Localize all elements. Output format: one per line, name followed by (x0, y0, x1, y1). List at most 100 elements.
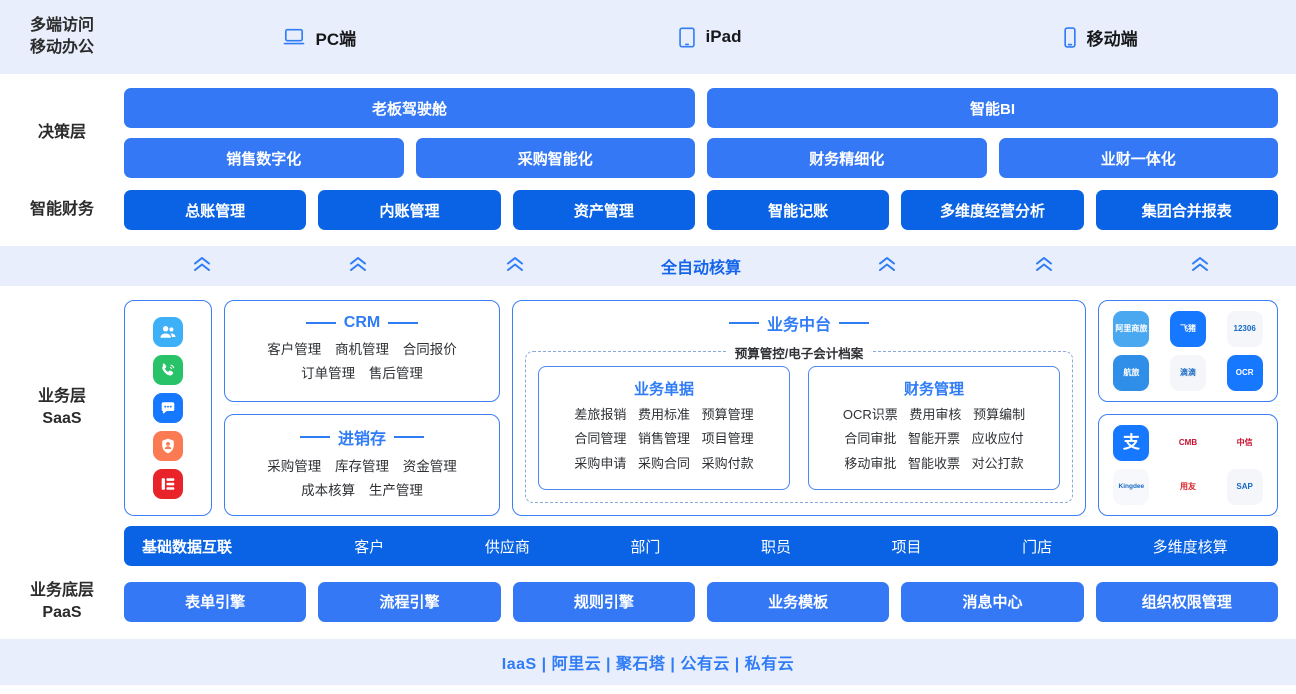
smart-finance-row: 智能财务 总账管理 内账管理 资产管理 智能记账 多维度经营分析 集团合并报表 (0, 190, 1296, 244)
multi-device-label: 多端访问 移动办公 (0, 15, 124, 58)
business-documents-card[interactable]: 业务单据 差旅报销 费用标准 预算管理 合同管理 销售管理 项目管理 (538, 366, 790, 490)
decision-item-smart-bi[interactable]: 智能BI (707, 88, 1278, 128)
decision-top-row: 老板驾驶舱 智能BI (124, 88, 1278, 128)
bd-item-budget-management[interactable]: 预算管理 (701, 407, 754, 423)
crm-item-order[interactable]: 订单管理 (301, 366, 356, 381)
saas-card-column: CRM 客户管理 商机管理 合同报价 订单管理 售后管理 (224, 300, 500, 516)
crm-item-aftersales[interactable]: 售后管理 (368, 366, 423, 381)
saas-icon-column (124, 300, 212, 516)
data-item-multidimensional-accounting[interactable]: 多维度核算 (1152, 538, 1228, 556)
decision-item-purchase-smart[interactable]: 采购智能化 (415, 138, 695, 178)
data-item-customer[interactable]: 客户 (354, 538, 385, 556)
air-travel-logo[interactable]: 航旅 (1113, 355, 1150, 391)
railway-12306-logo[interactable]: 12306 (1226, 311, 1263, 347)
bd-item-travel-reimbursement[interactable]: 差旅报销 (574, 407, 627, 423)
kingdee-logo[interactable]: Kingdee (1113, 469, 1150, 505)
bd-item-purchase-request[interactable]: 采购申请 (574, 455, 627, 471)
finance-item-general-ledger[interactable]: 总账管理 (124, 190, 307, 230)
dash-left (299, 436, 330, 439)
decision-layer-label: 决策层 (37, 124, 86, 142)
alibaba-business-travel-logo[interactable]: 阿里商旅 (1113, 311, 1150, 347)
phone-call-icon[interactable] (153, 355, 183, 385)
smart-finance-body: 总账管理 内账管理 资产管理 智能记账 多维度经营分析 集团合并报表 (124, 190, 1296, 230)
finance-item-asset-management[interactable]: 资产管理 (512, 190, 695, 230)
inventory-card[interactable]: 进销存 采购管理 库存管理 资金管理 成本核算 生产管理 (224, 414, 500, 516)
data-item-supplier[interactable]: 供应商 (484, 538, 530, 556)
data-item-department[interactable]: 部门 (630, 538, 661, 556)
business-documents-title: 业务单据 (633, 381, 694, 399)
device-label-pc: PC端 (315, 29, 357, 49)
paas-item-business-template[interactable]: 业务模板 (706, 581, 890, 622)
paas-item-message-center[interactable]: 消息中心 (901, 581, 1084, 622)
double-chevron-up-icon (1190, 256, 1210, 277)
crm-card[interactable]: CRM 客户管理 商机管理 合同报价 订单管理 售后管理 (224, 300, 500, 402)
sap-logo[interactable]: SAP (1226, 469, 1263, 505)
didi-logo[interactable]: 滴滴 (1169, 355, 1206, 391)
multi-device-header: 多端访问 移动办公 PC端 (0, 0, 1296, 76)
paas-layer-label: 业务底层 PaaS (0, 580, 124, 623)
fm-item-smart-invoicing[interactable]: 智能开票 (907, 431, 960, 447)
device-label-mobile: 移动端 (1086, 29, 1138, 49)
cmb-bank-logo[interactable]: CMB (1169, 425, 1206, 461)
bd-item-sales-management[interactable]: 销售管理 (637, 431, 690, 447)
fliggy-logo[interactable]: 飞猪 (1169, 311, 1206, 347)
data-item-project[interactable]: 项目 (891, 538, 922, 556)
citic-bank-logo[interactable]: 中信 (1226, 425, 1263, 461)
paas-item-process-engine[interactable]: 流程引擎 (318, 581, 501, 622)
paas-item-org-permission[interactable]: 组织权限管理 (1095, 581, 1278, 622)
finance-item-group-consolidation[interactable]: 集团合并报表 (1095, 190, 1278, 230)
shield-person-icon[interactable] (153, 431, 183, 461)
crm-item-contract-quote[interactable]: 合同报价 (402, 342, 457, 358)
finance-item-smart-bookkeeping[interactable]: 智能记账 (706, 190, 890, 230)
crm-card-title: CRM (343, 314, 381, 332)
device-item-pc[interactable]: PC端 (124, 25, 515, 50)
inventory-item-purchase[interactable]: 采购管理 (267, 459, 322, 475)
inventory-item-costing[interactable]: 成本核算 (301, 483, 356, 498)
dash-right (394, 436, 424, 439)
fm-item-smart-receipt[interactable]: 智能收票 (907, 455, 960, 471)
fm-item-mobile-approval[interactable]: 移动审批 (844, 455, 897, 471)
device-label-ipad: iPad (705, 27, 742, 46)
dash-left (305, 322, 336, 325)
chat-bubble-icon[interactable] (153, 393, 183, 423)
finance-item-multidimensional-analysis[interactable]: 多维度经营分析 (901, 190, 1084, 230)
bd-item-purchase-payment[interactable]: 采购付款 (701, 455, 754, 471)
paas-item-rule-engine[interactable]: 规则引擎 (512, 581, 695, 622)
paas-item-form-engine[interactable]: 表单引擎 (124, 581, 307, 622)
base-data-bar-lead: 基础数据互联 (142, 538, 233, 556)
yonyou-logo[interactable]: 用友 (1169, 469, 1206, 505)
fm-item-contract-approval[interactable]: 合同审批 (844, 431, 897, 447)
bd-item-project-management[interactable]: 项目管理 (701, 431, 754, 447)
device-item-ipad[interactable]: iPad (515, 27, 906, 48)
fm-item-receivable-payable[interactable]: 应收应付 (971, 431, 1024, 447)
ocr-logo[interactable]: OCR (1226, 355, 1263, 391)
decision-item-boss-cockpit[interactable]: 老板驾驶舱 (124, 88, 695, 128)
crm-item-customer[interactable]: 客户管理 (267, 342, 322, 358)
decision-item-finance-refined[interactable]: 财务精细化 (707, 138, 987, 178)
inventory-item-funds[interactable]: 资金管理 (402, 459, 457, 475)
crm-item-opportunity[interactable]: 商机管理 (335, 342, 389, 358)
data-item-store[interactable]: 门店 (1022, 538, 1053, 556)
decision-item-business-finance-integration[interactable]: 业财一体化 (998, 138, 1278, 178)
device-list: PC端 iPad 移动端 (124, 25, 1296, 50)
device-item-mobile[interactable]: 移动端 (905, 25, 1296, 50)
bd-item-expense-standard[interactable]: 费用标准 (637, 407, 690, 423)
bd-item-purchase-contract[interactable]: 采购合同 (637, 455, 690, 471)
people-icon[interactable] (153, 317, 183, 347)
finance-item-internal-ledger[interactable]: 内账管理 (318, 190, 501, 230)
fm-item-budget-preparation[interactable]: 预算编制 (973, 407, 1026, 423)
saas-layer-label-line1: 业务层 (37, 388, 86, 406)
list-layout-icon[interactable] (153, 469, 183, 499)
bd-item-contract-management[interactable]: 合同管理 (574, 431, 627, 447)
inventory-item-production[interactable]: 生产管理 (368, 483, 423, 498)
fm-item-corporate-payment[interactable]: 对公打款 (971, 455, 1024, 471)
inventory-item-stock[interactable]: 库存管理 (335, 459, 389, 475)
fm-item-expense-audit[interactable]: 费用审核 (909, 407, 962, 423)
data-item-employee[interactable]: 职员 (760, 538, 791, 556)
smart-finance-items: 总账管理 内账管理 资产管理 智能记账 多维度经营分析 集团合并报表 (124, 190, 1278, 230)
alipay-logo[interactable]: 支 (1113, 425, 1150, 461)
auto-accounting-inner: 全自动核算 (124, 254, 1296, 278)
decision-item-sales-digital[interactable]: 销售数字化 (124, 138, 404, 178)
fm-item-ocr-recognition[interactable]: OCR识票 (842, 407, 898, 423)
financial-management-card[interactable]: 财务管理 OCR识票 费用审核 预算编制 合同审批 智能开票 应收应付 (808, 366, 1060, 490)
